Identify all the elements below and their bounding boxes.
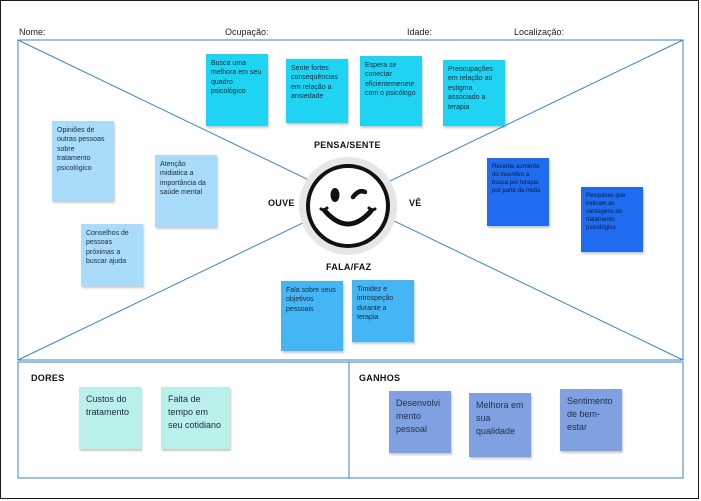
nome-label: Nome:	[19, 27, 46, 37]
pensa-sente-label: PENSA/SENTE	[314, 140, 381, 150]
ve-note-1: Recente aumento do incentivo a busca por…	[487, 158, 549, 226]
ouve-note-3: Conselhos de pessoas próximas a buscar a…	[81, 224, 143, 286]
ve-note-2: Pesquisas que indicam as vantagens do tr…	[581, 187, 643, 252]
pensa-note-1: Busca uma melhora em seu quadro psicológ…	[206, 54, 268, 126]
fala-note-1: Fala sobre seus objetivos pessoais	[281, 281, 343, 351]
ganhos-note-1: Desenvolvi mento pessoal	[389, 391, 451, 453]
localizacao-label: Localização:	[514, 27, 565, 37]
ganhos-title: GANHOS	[359, 373, 401, 383]
dores-note-2: Falta de tempo em seu cotidiano	[161, 387, 230, 449]
fala-faz-label: FALA/FAZ	[326, 262, 372, 272]
ganhos-note-2: Melhora em sua qualidade	[469, 393, 531, 457]
fala-note-2: Timidez e introspeção durante a terapia	[352, 280, 414, 342]
pensa-note-3: Espera se conectar eficientemenete com o…	[360, 56, 422, 126]
ve-label: VÊ	[409, 198, 422, 208]
ocupacao-label: Ocupação:	[225, 27, 269, 37]
dores-title: DORES	[31, 373, 65, 383]
ganhos-note-3: Sentimento de bem-estar	[560, 389, 622, 451]
winking-smiley-icon	[299, 157, 397, 255]
pensa-note-2: Sente fortes consequências em relação a …	[286, 59, 348, 123]
ouve-label: OUVE	[268, 198, 295, 208]
pensa-note-4: Preocupações em relação ao estigma assoc…	[443, 60, 505, 126]
idade-label: Idade:	[407, 27, 433, 37]
ouve-note-2: Atenção midiatica a importância da saúde…	[155, 155, 217, 227]
ouve-note-1: Opiniões de outras pessoas sobre tratame…	[52, 121, 114, 201]
dores-note-1: Custos do tratamento	[79, 387, 141, 449]
